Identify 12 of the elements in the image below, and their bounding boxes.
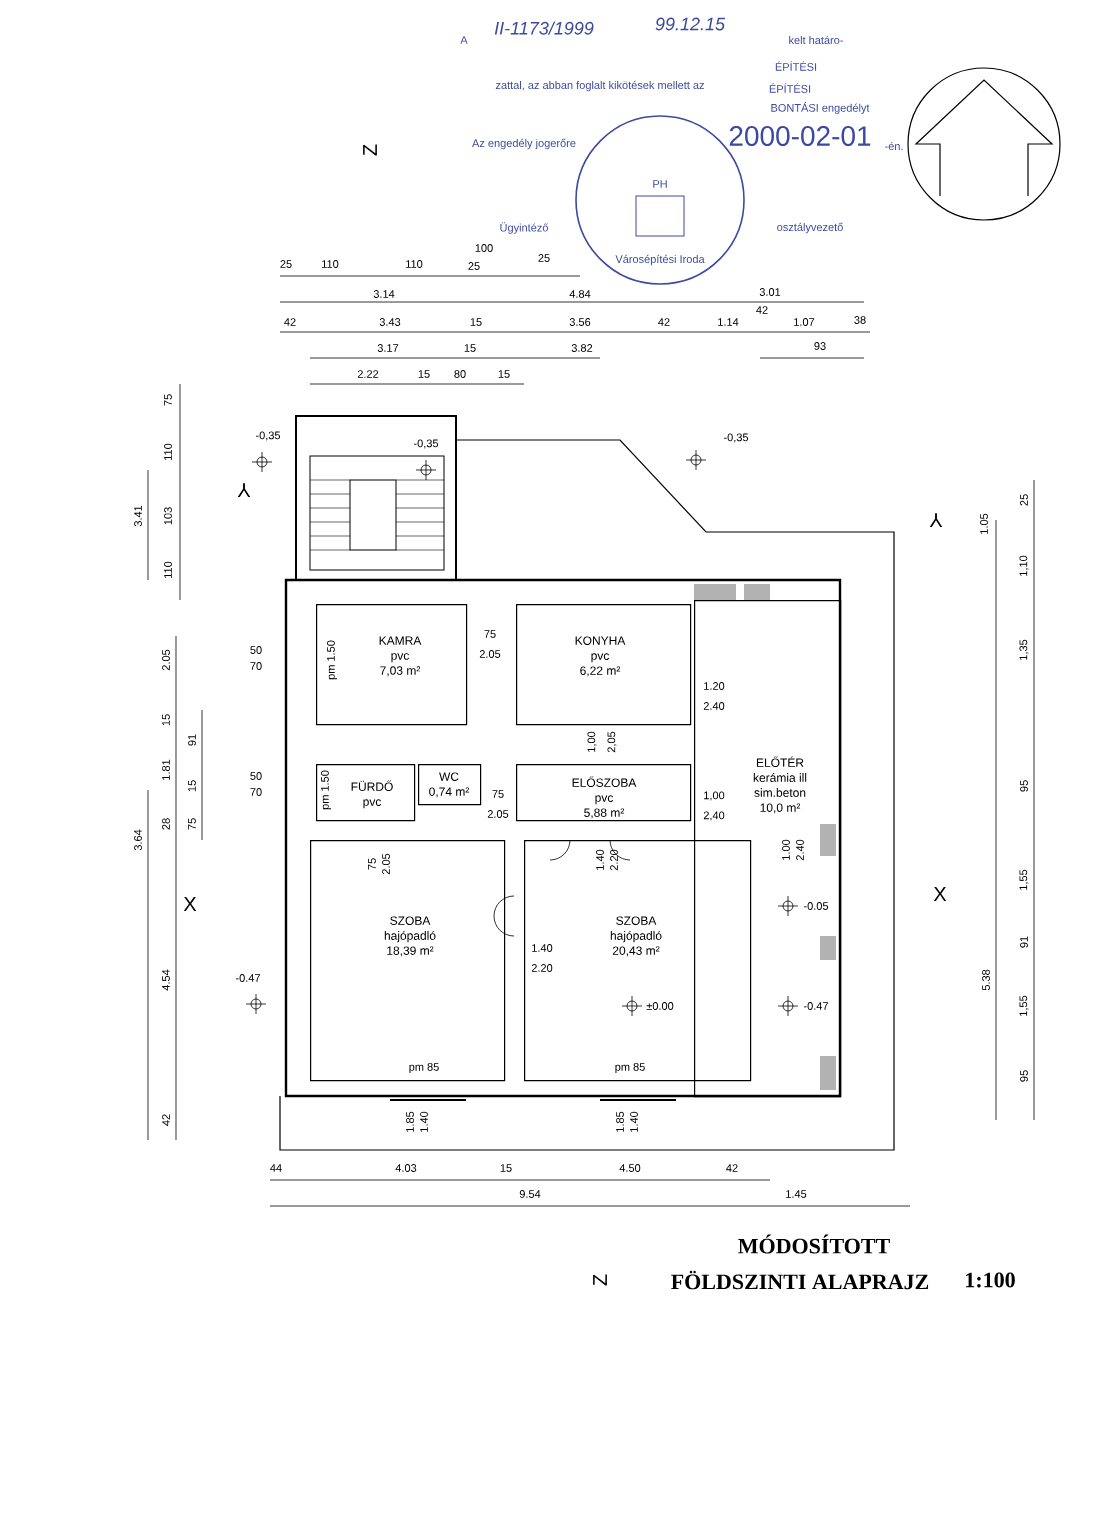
- section-marker: X: [183, 897, 197, 911]
- section-marker: Y: [929, 513, 943, 527]
- north-marker: Z: [363, 144, 377, 156]
- stamp-date: 2000-02-01: [729, 126, 871, 146]
- section-marker: Y: [237, 483, 251, 497]
- handwritten-text: 99.12.15: [655, 17, 726, 31]
- scale-label: 1:100: [966, 1272, 1015, 1288]
- plan-title: FÖLDSZINTI ALAPRAJZ: [671, 1270, 929, 1290]
- plan-title: MÓDOSÍTOTT: [738, 1234, 890, 1254]
- handwritten-text: II-1173/1999: [494, 21, 594, 35]
- section-marker: X: [933, 887, 947, 901]
- north-marker: Z: [593, 1274, 607, 1286]
